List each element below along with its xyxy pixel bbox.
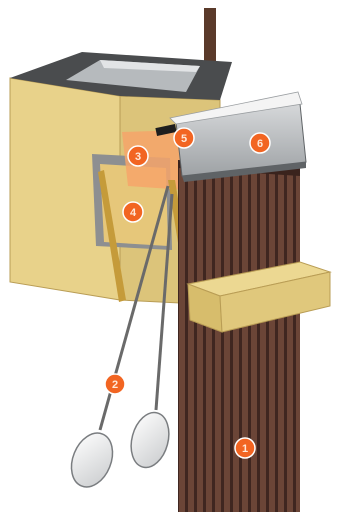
callout-1-label: 1 <box>242 443 248 455</box>
spoon-right <box>125 408 174 471</box>
callout-3-label: 3 <box>135 151 141 163</box>
callout-5-label: 5 <box>181 133 187 145</box>
callout-6: 6 <box>250 133 270 153</box>
callout-5: 5 <box>174 128 194 148</box>
callout-4: 4 <box>123 202 143 222</box>
callout-1: 1 <box>235 438 255 458</box>
callout-2-label: 2 <box>112 379 118 391</box>
striped-column <box>178 160 300 512</box>
callout-6-label: 6 <box>257 138 263 150</box>
spoon-left <box>64 427 120 493</box>
callout-3: 3 <box>128 146 148 166</box>
callout-4-label: 4 <box>130 207 137 219</box>
callout-2: 2 <box>105 374 125 394</box>
